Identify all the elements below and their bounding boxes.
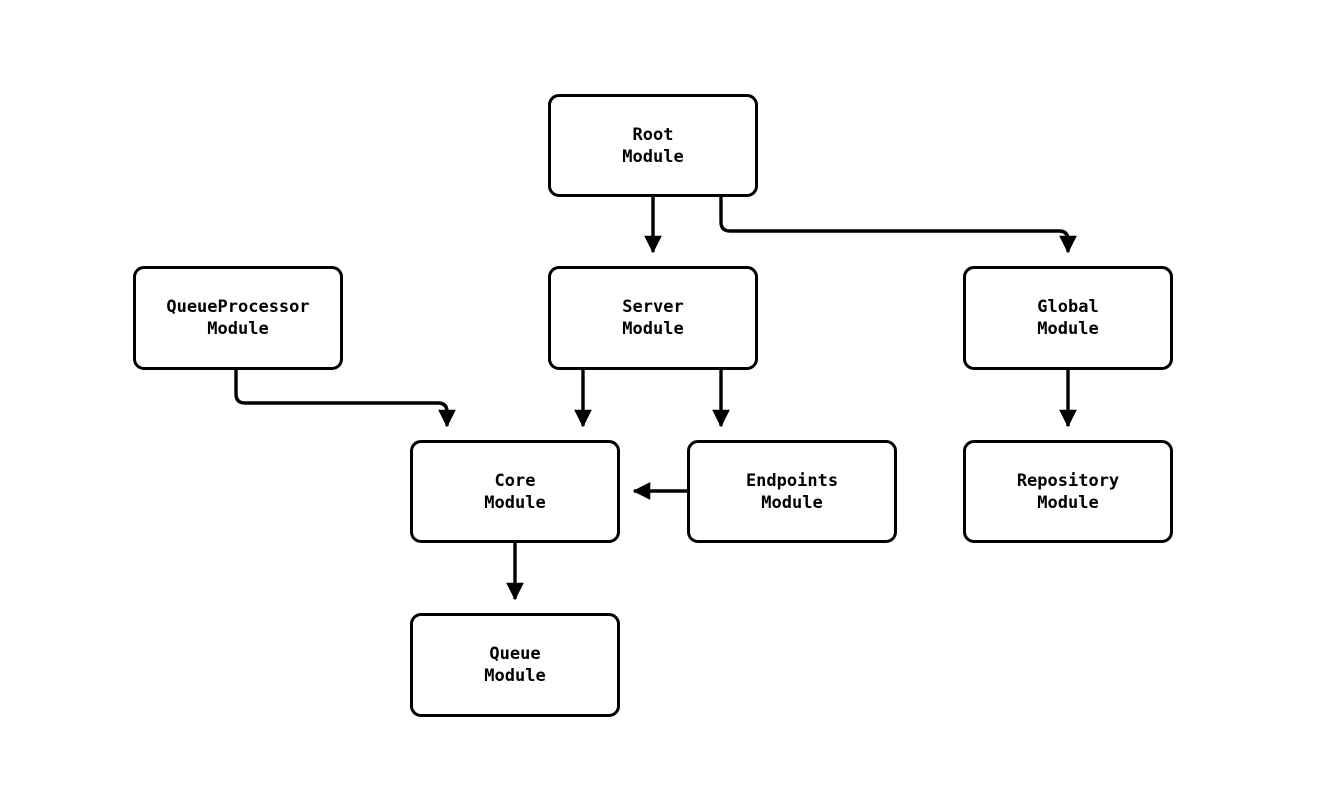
- node-global-line2: Module: [1037, 319, 1099, 339]
- node-root-line2: Module: [622, 146, 684, 167]
- node-server-line2: Module: [622, 319, 684, 339]
- node-core-line1: Core: [494, 470, 536, 491]
- edge-root-to-global: [719, 197, 1077, 254]
- node-repository-line1: Repository: [1016, 470, 1120, 491]
- node-core-line2: Module: [484, 492, 546, 513]
- node-global[interactable]: Global Module: [963, 266, 1173, 370]
- node-global-line1: Global: [1037, 297, 1099, 317]
- node-queue-line1: Queue: [489, 644, 541, 664]
- node-server[interactable]: Server Module: [548, 266, 758, 370]
- node-queueprocessor-line1: QueueProcessor: [166, 297, 310, 317]
- node-endpoints-line1: Endpoints: [745, 470, 839, 491]
- node-endpoints[interactable]: Endpoints Module: [687, 440, 897, 543]
- node-root-line1: Root: [632, 124, 674, 145]
- node-queueprocessor[interactable]: QueueProcessor Module: [133, 266, 343, 370]
- node-repository-line2: Module: [1037, 492, 1099, 513]
- edge-queueprocessor-to-core: [234, 370, 456, 428]
- node-root[interactable]: Root Module: [548, 94, 758, 197]
- node-queue-line2: Module: [484, 666, 546, 686]
- node-server-line1: Server: [622, 297, 684, 317]
- node-queueprocessor-line2: Module: [207, 319, 269, 339]
- node-core[interactable]: Core Module: [410, 440, 620, 543]
- node-repository[interactable]: Repository Module: [963, 440, 1173, 543]
- node-endpoints-line2: Module: [761, 492, 823, 513]
- node-queue[interactable]: Queue Module: [410, 613, 620, 717]
